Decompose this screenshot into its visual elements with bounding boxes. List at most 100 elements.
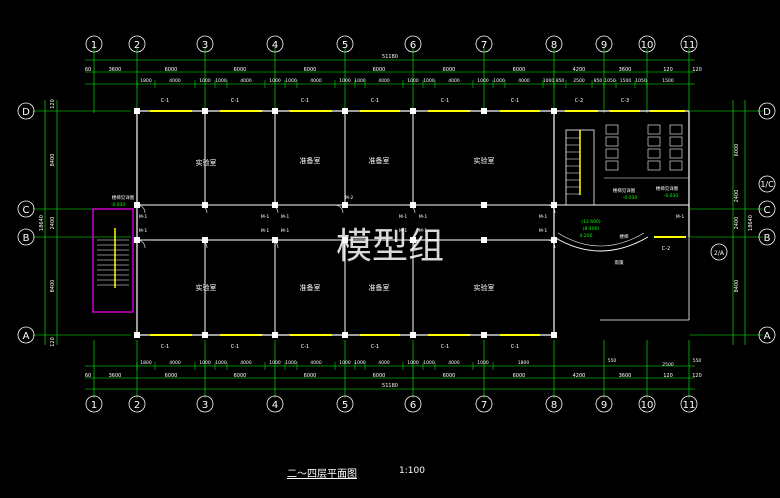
dim-text-left-0: 120: [50, 99, 56, 109]
left-stair-outline: [92, 208, 134, 313]
dim-text-bottom-axis-0: 3600: [109, 373, 122, 379]
axis-label-2a: 2/A: [714, 250, 725, 257]
dim-text-small-2500: 2500: [662, 362, 674, 368]
dim-text-bottom-opening-12: 1000: [423, 360, 435, 366]
window-label-4: C-1: [441, 98, 449, 104]
dim-text-bottom-axis-6: 6000: [513, 373, 526, 379]
door-label-m1-11: M-1: [539, 228, 548, 234]
dim-text-bottom-axis-3: 6000: [304, 373, 317, 379]
dim-text-left-4: 120: [50, 337, 56, 347]
toilet-stall-a-2: [605, 148, 619, 159]
stair-level-c: 4.200: [580, 233, 593, 239]
dim-text-top-opening-19: 2500: [573, 78, 585, 84]
axis-label-left-A: A: [23, 331, 30, 342]
dim-text-bottom-opening-8: 1000: [339, 360, 351, 366]
dim-text-left-3: 8400: [50, 280, 56, 293]
toilet-stall-a-3: [605, 160, 619, 171]
column-6-2: [551, 237, 557, 243]
dim-text-bottom-opening-9: 1000: [354, 360, 366, 366]
axis-bubble-top-8: [545, 35, 563, 53]
axis-label-bottom-3: 3: [202, 400, 208, 411]
axis-label-top-3: 3: [202, 40, 208, 51]
axis-label-bottom-9: 9: [601, 400, 607, 411]
door-label-m1-9: M-1: [419, 228, 428, 234]
window-label-10: C-1: [301, 344, 309, 350]
toilet-stall-b-1: [647, 136, 661, 147]
dim-text-top-opening-23: 1050: [635, 78, 647, 84]
dim-text-top-60: 60: [85, 67, 91, 73]
dim-text-bottom-overall: 51180: [382, 383, 398, 389]
window-label-8: C-1: [161, 344, 169, 350]
dim-text-top-opening-17: 1000: [543, 78, 555, 84]
dim-text-top-axis-5: 6000: [443, 67, 456, 73]
dim-text-top-axis-2: 6000: [234, 67, 247, 73]
dim-text-top-opening-5: 1000: [269, 78, 281, 84]
dim-text-right-2: 2400: [734, 217, 740, 230]
dim-text-right-3: 8400: [734, 280, 740, 293]
room-label-prep-top-2: 准备室: [369, 156, 390, 165]
window-label-1: C-1: [231, 98, 239, 104]
toilet-stall-c-1: [669, 136, 683, 147]
dim-text-top-opening-24: 1500: [662, 78, 674, 84]
dim-text-top-opening-4: 4000: [240, 78, 252, 84]
dim-text-right-1: 2400: [734, 190, 740, 203]
dim-text-top-opening-15: 1000: [493, 78, 505, 84]
wc-level-a: -0.030: [623, 195, 638, 201]
dim-text-top-opening-16: 4000: [518, 78, 530, 84]
axis-bubble-bottom-4: [266, 395, 284, 413]
left-stair-level: -0.030: [111, 202, 126, 208]
dim-text-top-opening-6: 1000: [285, 78, 297, 84]
axis-bubble-bottom-8: [545, 395, 563, 413]
dim-text-top-axis-8: 3600: [619, 67, 632, 73]
axis-label-top-4: 4: [272, 40, 278, 51]
window-label-6: C-2: [575, 98, 583, 104]
window-label-9: C-1: [231, 344, 239, 350]
axis-bubble-bottom-10: [638, 395, 656, 413]
axis-bubble-left-B: [17, 228, 35, 246]
axis-bubble-bottom-9: [595, 395, 613, 413]
dim-text-top-opening-2: 1000: [199, 78, 211, 84]
toilet-stall-c-3: [669, 160, 683, 171]
dim-text-bottom-opening-4: 4000: [240, 360, 252, 366]
axis-bubble-top-1: [85, 35, 103, 53]
door-swing-4: [406, 204, 416, 214]
dim-text-left-1: 8400: [50, 154, 56, 167]
door-label-m1-1: M-1: [139, 228, 148, 234]
column-5-3: [481, 332, 487, 338]
dim-text-top-opening-10: 4000: [378, 78, 390, 84]
door-label-m1-4: M-1: [281, 214, 290, 220]
axis-bubble-top-6: [404, 35, 422, 53]
room-label-prep-bottom-1: 准备室: [300, 283, 321, 292]
window-label-0: C-1: [161, 98, 169, 104]
drawing-scale: 1:100: [399, 466, 425, 476]
column-2-0: [272, 108, 278, 114]
axis-bubble-top-4: [266, 35, 284, 53]
column-6-1: [551, 202, 557, 208]
axis-label-left-D: D: [22, 107, 30, 118]
dim-text-bottom-axis-8: 3600: [619, 373, 632, 379]
dim-text-top-opening-22: 1500: [620, 78, 632, 84]
column-3-1: [342, 202, 348, 208]
axis-label-left-B: B: [23, 233, 30, 244]
column-5-2: [481, 237, 487, 243]
window-label-12: C-1: [441, 344, 449, 350]
column-6-0: [551, 108, 557, 114]
toilet-stall-a-0: [605, 124, 619, 135]
dim-text-top-opening-8: 1000: [339, 78, 351, 84]
axis-bubble-bottom-5: [336, 395, 354, 413]
dim-text-top-axis-1: 6000: [165, 67, 178, 73]
dim-text-top-axis-7: 4200: [573, 67, 586, 73]
axis-label-top-2: 2: [134, 40, 140, 51]
column-6-3: [551, 332, 557, 338]
dim-text-bottom-120: 120: [692, 373, 702, 379]
door-swing-2: [269, 204, 279, 214]
dim-text-top-opening-11: 1000: [407, 78, 419, 84]
dim-text-bottom-opening-14: 1000: [477, 360, 489, 366]
stair-level-b: (8.400): [583, 226, 600, 232]
dim-text-top-axis-9: 120: [663, 67, 673, 73]
dim-text-top-opening-14: 1000: [477, 78, 489, 84]
window-label-13: C-1: [511, 344, 519, 350]
dim-text-bottom-opening-6: 1000: [285, 360, 297, 366]
door-swing-9: [406, 239, 416, 249]
